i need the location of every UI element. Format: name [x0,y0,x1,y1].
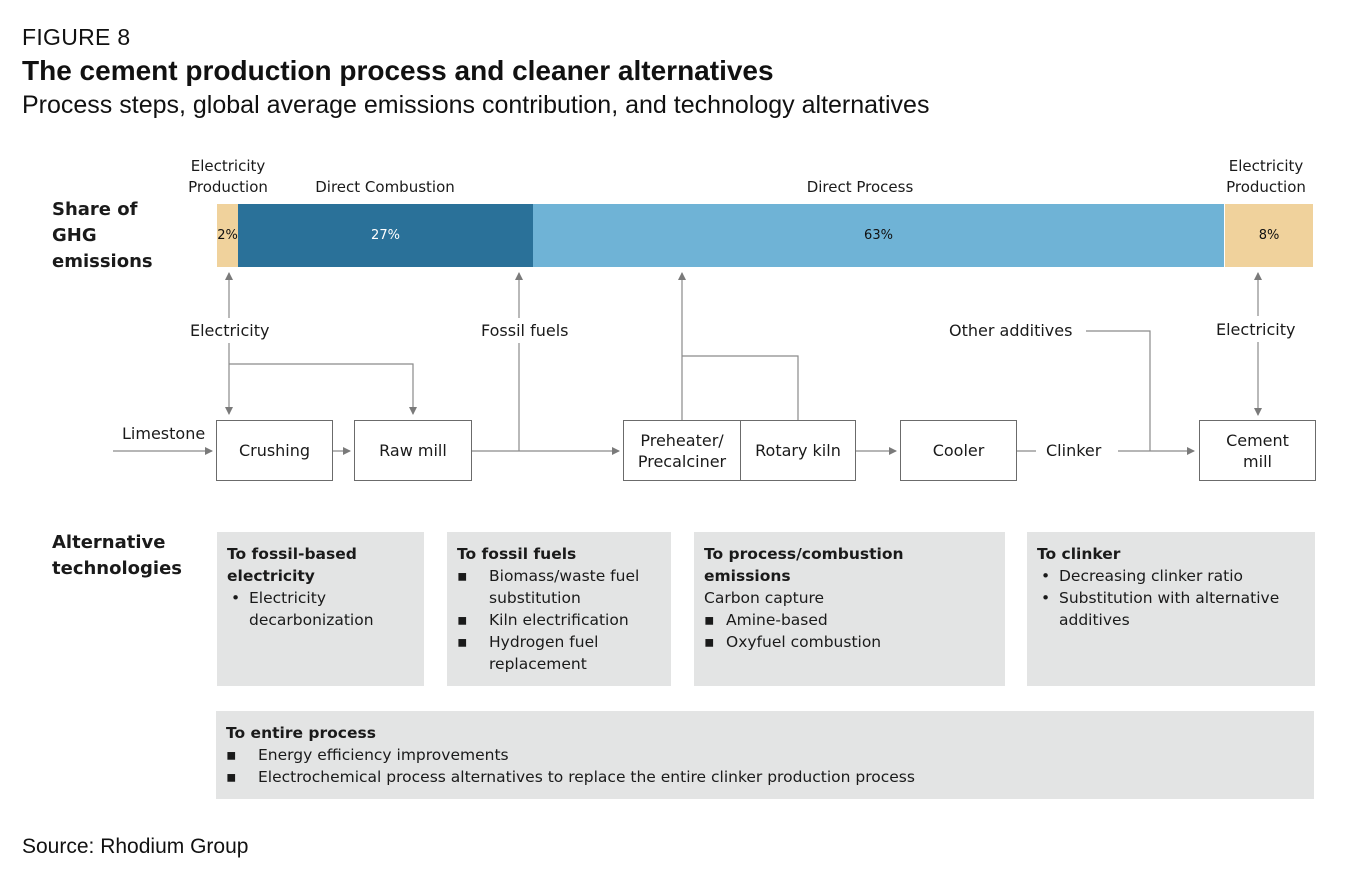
process-preheater-precalciner: Preheater/ Precalciner [623,420,741,481]
segment-label-electricity-production-left: Electricity Production [188,157,268,196]
segment-label-electricity-production-right: Electricity Production [1226,157,1306,196]
alt-box-clinker: To clinker Decreasing clinker ratio Subs… [1027,532,1315,686]
input-electricity-right: Electricity [1216,320,1296,339]
alternatives-row-label: Alternative technologies [52,532,182,579]
bar-value-direct-combustion: 27% [371,228,400,243]
alt-title-entire-process: To entire process [226,724,376,742]
clinker-label: Clinker [1046,441,1102,460]
bar-segment-electricity-left: 2% [217,204,238,267]
alt-box-fossil-fuels: To fossil fuels Biomass/waste fuel subst… [447,532,671,686]
alt-item-substitution: Substitution with alternative additives [1037,587,1305,631]
figure-title: The cement production process and cleane… [22,55,774,86]
input-other-additives: Other additives [949,321,1073,340]
process-rotary-kiln: Rotary kiln [740,420,856,481]
share-row-label: Share of GHG emissions [52,199,153,272]
bar-segment-electricity-right: 8% [1225,204,1313,267]
line-kiln-up [682,355,799,420]
alt-title-electricity: To fossil-based electricity [227,545,357,585]
segment-label-direct-combustion: Direct Combustion [315,178,455,196]
input-fossil-fuels: Fossil fuels [481,321,569,340]
process-crushing: Crushing [216,420,333,481]
figure-label: FIGURE 8 [22,24,131,50]
alt-item-energy-efficiency: Energy efficiency improvements [226,744,1304,766]
alt-title-clinker: To clinker [1037,545,1121,563]
bar-value-electricity-left: 2% [217,228,238,243]
alt-item-electricity-decarbonization: Electricity decarbonization [227,587,414,631]
segment-label-direct-process: Direct Process [806,178,914,196]
line-electricity-to-raw-mill [229,363,417,415]
alt-title-emissions: To process/combustion emissions [704,545,904,585]
alt-title-fossil-fuels: To fossil fuels [457,545,577,563]
alt-item-biomass: Biomass/waste fuel substitution [457,565,661,609]
alt-box-entire-process: To entire process Energy efficiency impr… [216,711,1314,799]
process-cooler: Cooler [900,420,1017,481]
alt-item-amine: Amine-based [704,609,995,631]
alt-box-emissions: To process/combustion emissions Carbon c… [694,532,1005,686]
bar-segment-direct-combustion: 27% [238,204,533,267]
figure-subtitle: Process steps, global average emissions … [22,91,930,119]
alt-box-electricity: To fossil-based electricity Electricity … [217,532,424,686]
input-electricity-left: Electricity [190,321,270,340]
alt-item-oxyfuel: Oxyfuel combustion [704,631,995,653]
alt-item-hydrogen: Hydrogen fuel replacement [457,631,661,675]
alt-subtitle-carbon-capture: Carbon capture [704,589,825,607]
alt-item-clinker-ratio: Decreasing clinker ratio [1037,565,1305,587]
alt-item-electrochemical: Electrochemical process alternatives to … [226,766,1304,788]
bar-segment-direct-process: 63% [533,204,1224,267]
process-cement-mill: Cement mill [1199,420,1316,481]
process-raw-mill: Raw mill [354,420,472,481]
line-additives-to-cement-mill [1086,330,1151,451]
alt-item-kiln-electrification: Kiln electrification [457,609,661,631]
input-limestone: Limestone [122,424,206,443]
bar-value-electricity-right: 8% [1258,228,1280,243]
bar-value-direct-process: 63% [864,228,893,243]
source-note: Source: Rhodium Group [22,835,249,858]
